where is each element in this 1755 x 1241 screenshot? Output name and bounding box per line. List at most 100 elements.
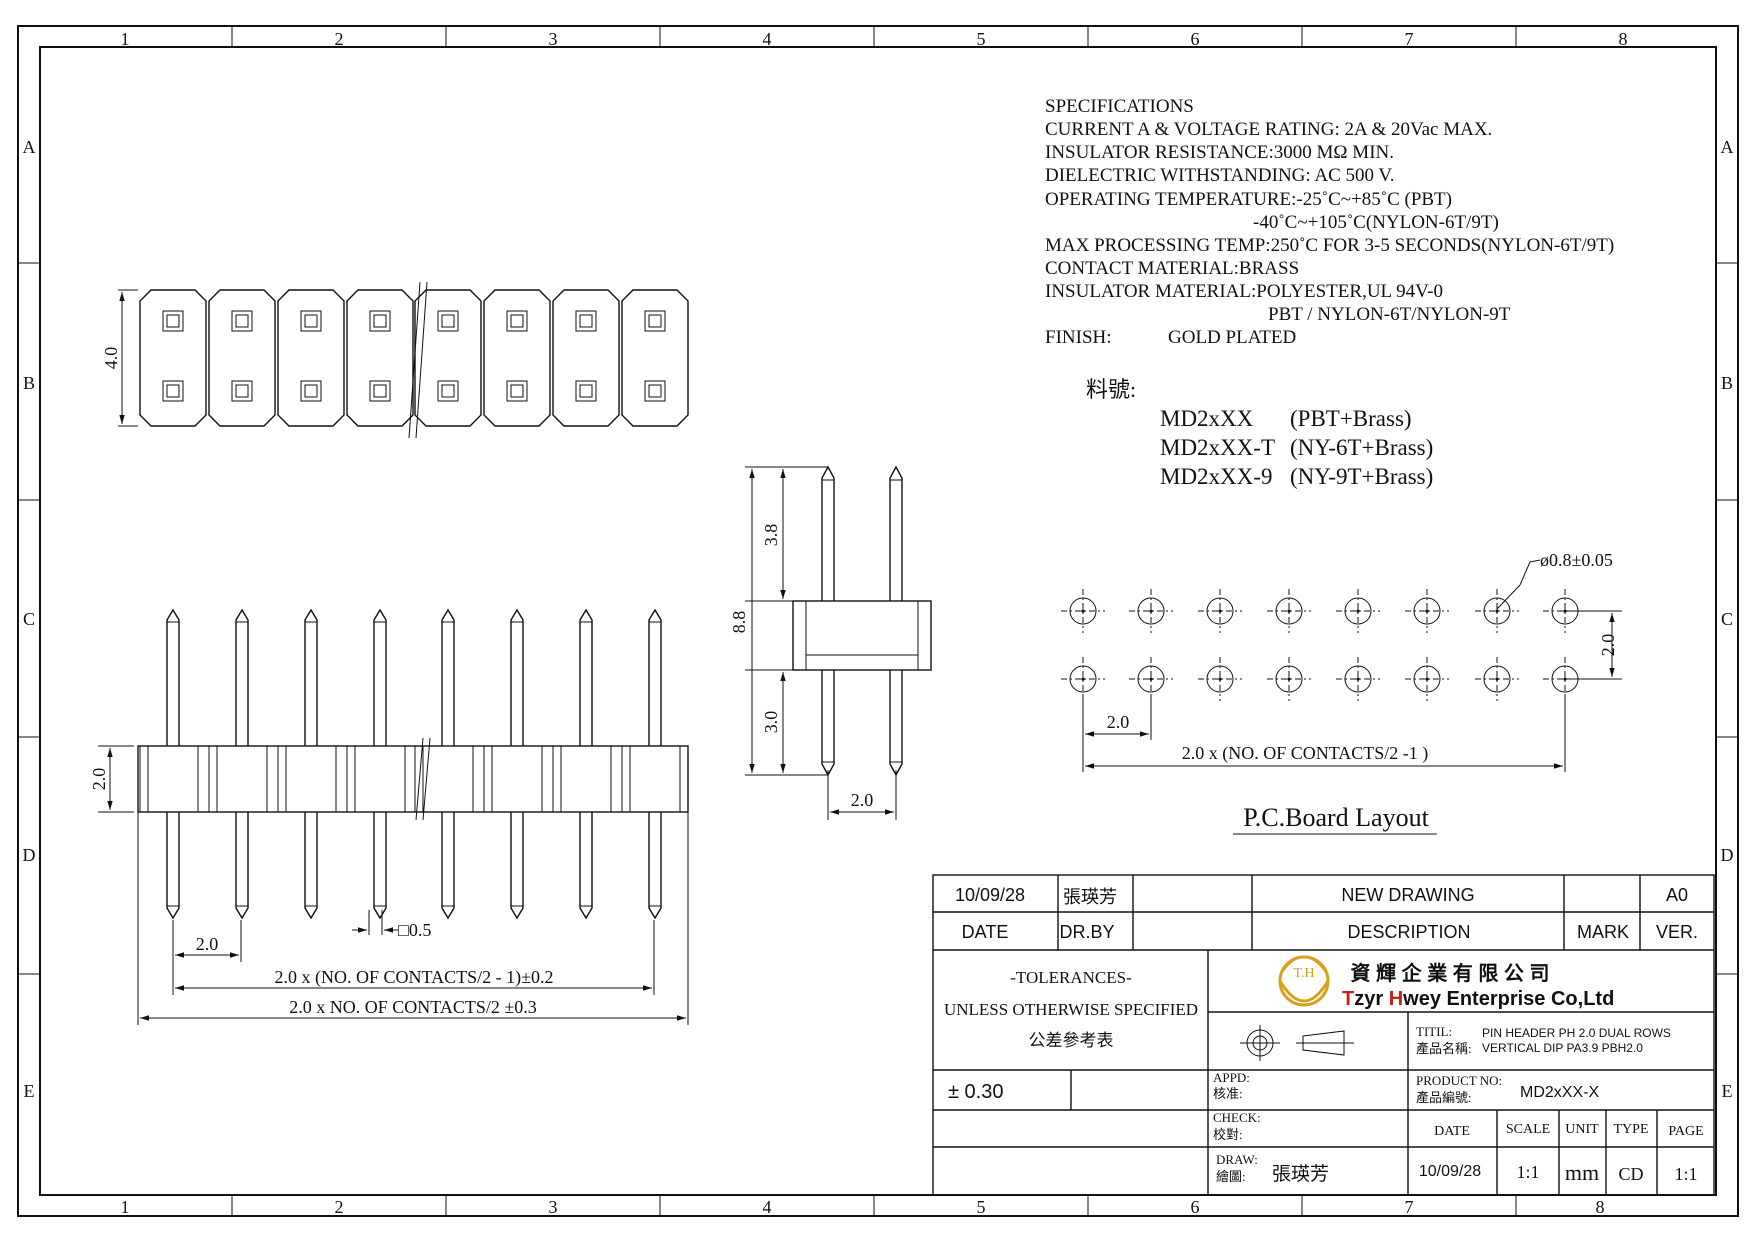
side-view: 3.8 8.8 3.0 2.0 — [729, 465, 932, 820]
hole-center — [1149, 609, 1153, 613]
pin-upper — [510, 608, 524, 746]
front-shroud — [216, 745, 268, 813]
hole-center — [1081, 609, 1085, 613]
pin-square-inner — [235, 384, 249, 398]
product-label-cn: 產品編號: — [1416, 1090, 1472, 1105]
pin-lower — [304, 812, 318, 920]
pin-upper — [166, 608, 180, 746]
pin-square-inner — [579, 384, 593, 398]
dim-pcb-col-pitch: 2.0 — [1107, 712, 1130, 732]
draw-label: DRAW: — [1216, 1152, 1258, 1167]
pcb-layout: ø0.8±0.05 2.0 2.0 2.0 x (NO. OF CONTACTS… — [1061, 550, 1622, 835]
pin-lower — [441, 812, 455, 920]
sheet-frame — [17, 25, 1739, 1217]
pin-upper — [304, 608, 318, 746]
hole-center — [1495, 609, 1499, 613]
pin-square-inner — [304, 384, 318, 398]
pin-square-outer — [644, 310, 666, 332]
spec-line: OPERATING TEMPERATURE:-25˚C~+85˚C (PBT) — [1045, 189, 1452, 210]
finish-label: FINISH: — [1045, 327, 1112, 348]
pin-lower — [510, 812, 524, 920]
part-number-label: 料號: — [1086, 377, 1136, 402]
col-label-bottom: 4 — [763, 1197, 772, 1217]
tolerance-value: ± 0.30 — [948, 1081, 1003, 1103]
front-shroud — [560, 745, 612, 813]
header-date: DATE — [962, 922, 1009, 942]
part-code: MD2xXX — [1160, 406, 1254, 431]
appd-label-cn: 核准: — [1213, 1086, 1243, 1101]
col-label: 2 — [335, 29, 344, 49]
hole-center — [1218, 609, 1222, 613]
dim-hole-diameter: ø0.8±0.05 — [1540, 550, 1613, 570]
front-insulator — [137, 745, 689, 813]
part-code: MD2xXX-T — [1160, 435, 1275, 460]
company-chinese-name: 資 輝 企 業 有 限 公 司 — [1351, 961, 1550, 985]
hole-center — [1356, 609, 1360, 613]
front-shroud — [491, 745, 543, 813]
header-version: VER. — [1656, 922, 1698, 942]
row-label: E — [24, 1081, 35, 1101]
front-shroud — [285, 745, 337, 813]
pin-upper — [579, 608, 593, 746]
draw-label-cn: 繪圖: — [1216, 1169, 1246, 1184]
spec-line: CONTACT MATERIAL:BRASS — [1045, 258, 1299, 279]
front-shroud — [422, 745, 474, 813]
hole-center — [1218, 677, 1222, 681]
spec-line: INSULATOR RESISTANCE:3000 MΩ MIN. — [1045, 142, 1394, 163]
title-label-cn: 產品名稱: — [1416, 1041, 1472, 1056]
row-label: A — [23, 137, 36, 157]
pin-square-outer — [644, 380, 666, 402]
hole-center — [1356, 677, 1360, 681]
part-material: (PBT+Brass) — [1290, 406, 1412, 431]
col-label: 8 — [1619, 29, 1628, 49]
product-number: MD2xXX-X — [1520, 1084, 1599, 1101]
spec-line: PBT / NYLON-6T/NYLON-9T — [1268, 304, 1511, 325]
header-date-2: DATE — [1434, 1124, 1470, 1139]
pin-square-outer — [300, 380, 322, 402]
dim-side-top: 3.8 — [761, 524, 781, 547]
break-line — [415, 281, 428, 439]
pin-lower — [648, 812, 662, 920]
pin-square-inner — [235, 314, 249, 328]
spec-line: DIELECTRIC WITHSTANDING: AC 500 V. — [1045, 165, 1394, 186]
pin-square-inner — [648, 384, 662, 398]
col-label: 7 — [1405, 29, 1414, 49]
col-label-bottom: 6 — [1191, 1197, 1200, 1217]
col-label: 6 — [1191, 29, 1200, 49]
title-value-2: VERTICAL DIP PA3.9 PBH2.0 — [1482, 1041, 1643, 1055]
drawing-unit: mm — [1565, 1160, 1599, 1185]
dim-pcb-row-pitch: 2.0 — [1598, 634, 1618, 657]
title-label: TITIL: — [1416, 1024, 1452, 1039]
front-view: 2.0 2.0 □0.5 2.0 x (NO. OF CONTACTS/2 - … — [89, 608, 689, 1025]
part-material: (NY-9T+Brass) — [1290, 464, 1433, 489]
check-label-cn: 校對: — [1213, 1127, 1243, 1142]
part-material: (NY-6T+Brass) — [1290, 435, 1433, 460]
drawing-type: CD — [1618, 1164, 1643, 1184]
pin-square-outer — [300, 310, 322, 332]
insulator-cell — [414, 289, 482, 427]
pin-square-outer — [575, 380, 597, 402]
pin-square-outer — [506, 380, 528, 402]
pin-upper — [648, 608, 662, 746]
hole-center — [1287, 677, 1291, 681]
tolerance-title: -TOLERANCES- — [1010, 968, 1132, 987]
pin-square-inner — [304, 314, 318, 328]
dim-side-total: 8.8 — [729, 611, 749, 634]
hole-center — [1081, 677, 1085, 681]
logo-text: T.H — [1293, 966, 1314, 981]
tolerance-chinese: 公差參考表 — [1029, 1031, 1114, 1050]
insulator-cell — [208, 289, 276, 427]
row-label: C — [1721, 609, 1733, 629]
top-view: 4.0 — [101, 281, 689, 439]
pin-square-outer — [231, 310, 253, 332]
finish-value: GOLD PLATED — [1168, 327, 1296, 348]
col-label: 4 — [763, 29, 772, 49]
dim-square-pin: □0.5 — [398, 920, 431, 940]
dim-front-pitch: 2.0 — [196, 934, 219, 954]
dim-top-height: 4.0 — [101, 347, 121, 370]
col-label: 5 — [977, 29, 986, 49]
pin-square-inner — [441, 314, 455, 328]
front-shroud — [147, 745, 199, 813]
drawn-by-name: 張瑛芳 — [1272, 1163, 1329, 1185]
